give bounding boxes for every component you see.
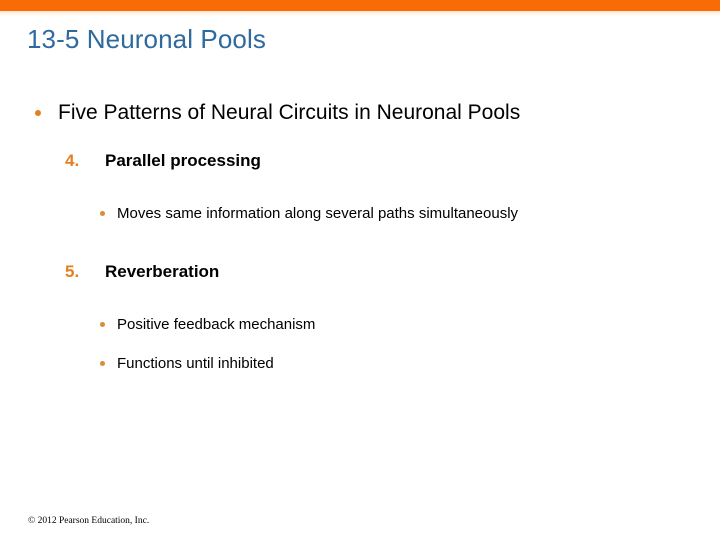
- bullet-level1: Five Patterns of Neural Circuits in Neur…: [0, 100, 720, 126]
- spacer: [0, 243, 720, 261]
- numbered-item-5: 5. Reverberation: [0, 261, 720, 283]
- sub-bullet-5-2: Functions until inhibited: [0, 348, 677, 379]
- sub-bullet-dot-icon: [100, 211, 105, 216]
- page-title: 13-5 Neuronal Pools: [27, 24, 266, 54]
- bullet-dot-icon: [35, 110, 41, 116]
- item-label-5: Reverberation: [105, 262, 220, 281]
- item-number-5: 5.: [65, 262, 80, 281]
- item-number-4: 4.: [65, 151, 80, 170]
- top-accent-bar: [0, 0, 720, 11]
- sub-bullet-5-1: Positive feedback mechanism: [0, 309, 677, 340]
- numbered-item-4: 4. Parallel processing: [0, 150, 720, 172]
- sub-bullet-dot-icon: [100, 361, 105, 366]
- top-accent-bar-fade: [0, 11, 720, 16]
- spacer: [0, 188, 720, 198]
- sub-bullet-5-1-text: Positive feedback mechanism: [117, 316, 316, 333]
- copyright-footer: © 2012 Pearson Education, Inc.: [28, 516, 150, 526]
- bullet-level1-text: Five Patterns of Neural Circuits in Neur…: [58, 101, 521, 124]
- sub-bullet-4-1: Moves same information along several pat…: [0, 198, 677, 229]
- item-label-4: Parallel processing: [105, 151, 261, 170]
- sub-bullet-4-1-text: Moves same information along several pat…: [117, 205, 519, 222]
- spacer: [0, 299, 720, 309]
- sub-bullet-dot-icon: [100, 322, 105, 327]
- sub-bullet-5-2-text: Functions until inhibited: [117, 355, 274, 372]
- slide-body: Five Patterns of Neural Circuits in Neur…: [0, 100, 720, 387]
